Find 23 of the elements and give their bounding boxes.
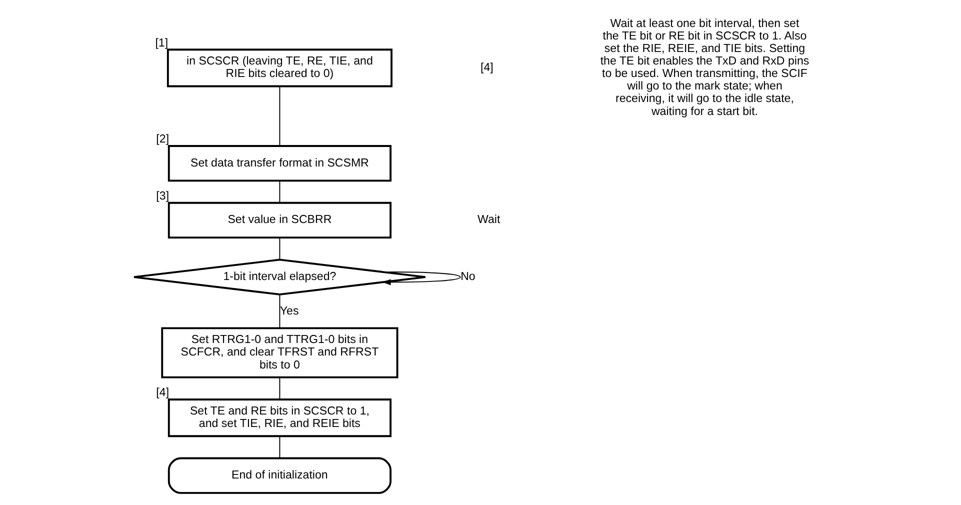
connector bbox=[279, 180, 280, 204]
arrow bbox=[382, 272, 461, 286]
label: Wait bbox=[478, 214, 500, 226]
label: [4] bbox=[480, 62, 494, 74]
label: Wait at least one bit interval, then set the TE bit or RE bit in SCSCR to 1. Also set the RIE, REIE, and TIE bits. Setting the TE bit enables the TxD and RxD pins to be used. When transmitting, the SCIF will go to the mark state; when receiving, it will go to the idle state, waiting for a start bit. bbox=[600, 18, 810, 118]
node-box: Set data transfer format in SCSMR bbox=[168, 145, 392, 182]
connector bbox=[279, 436, 280, 459]
node-box: Set RTRG1-0 and TTRG1-0 bits in SCFCR, and clear TFRST and RFRST bits to 0 bbox=[161, 327, 398, 378]
node-label: [1] bbox=[155, 37, 168, 50]
node-box: Set TE and RE bits in SCSCR to 1, and set TIE, RIE, and REIE bits bbox=[168, 398, 392, 438]
edge-label: No bbox=[460, 271, 476, 284]
node-label: [4] bbox=[156, 387, 170, 400]
node-box: Set value in SCBRR bbox=[168, 202, 392, 239]
edge-label: Yes bbox=[280, 305, 299, 318]
node-label: [3] bbox=[156, 190, 170, 203]
connector bbox=[279, 377, 280, 400]
node-box: in SCSCR (leaving TE, RE, TIE, and RIE bits cleared to 0) bbox=[166, 48, 392, 88]
connector bbox=[279, 86, 280, 146]
node-box: End of initialization bbox=[168, 457, 392, 494]
connector bbox=[279, 237, 280, 260]
node-diamond: 1-bit interval elapsed? bbox=[133, 258, 426, 296]
node-label: [2] bbox=[156, 134, 170, 146]
connector bbox=[279, 294, 280, 329]
